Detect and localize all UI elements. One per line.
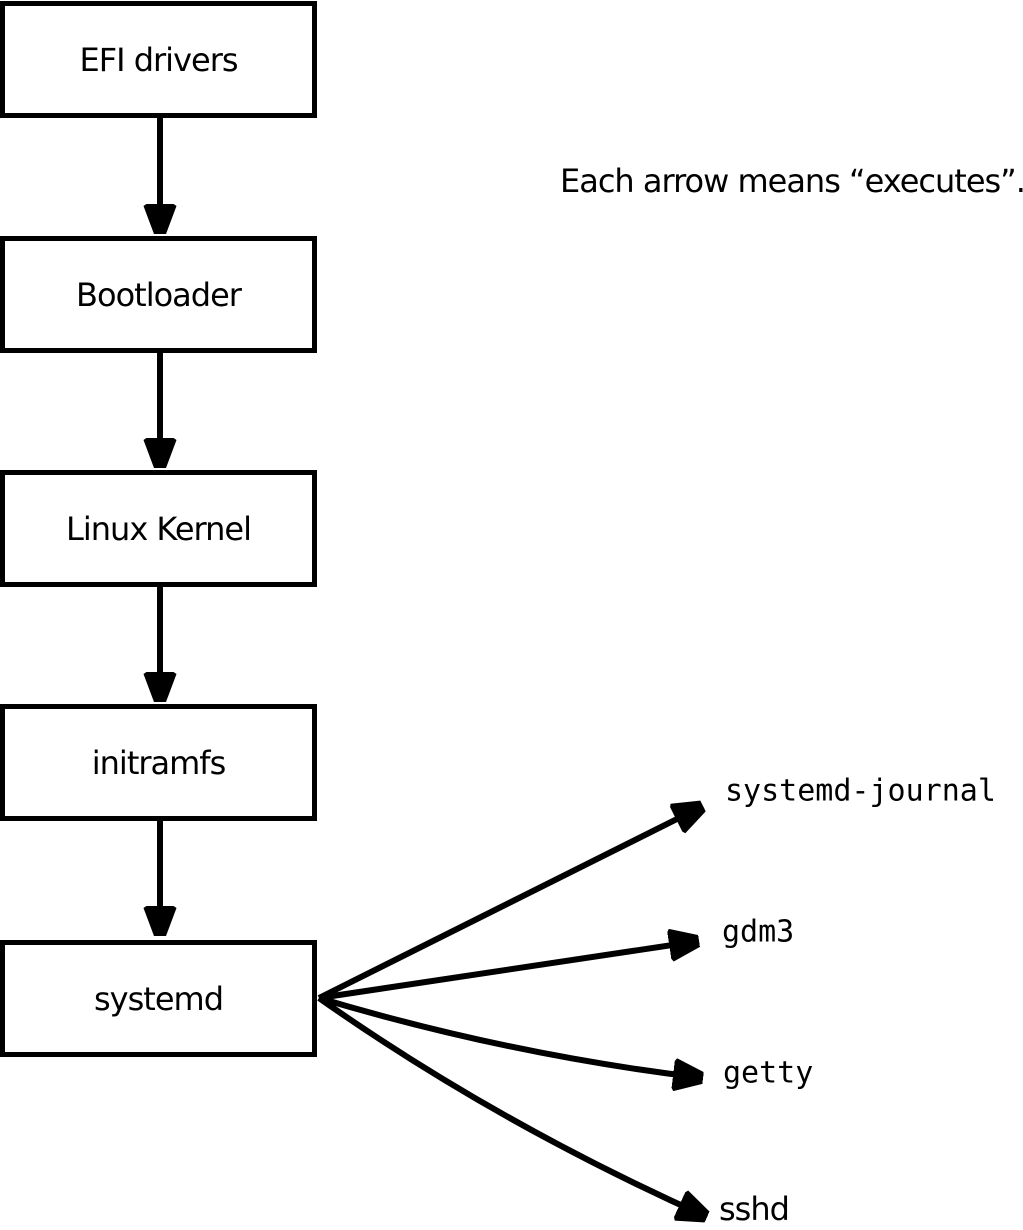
node-label-efi-drivers: EFI drivers: [79, 40, 238, 79]
arrow-systemd-to-journal: [317, 806, 703, 1001]
node-label-systemd: systemd: [94, 979, 224, 1018]
arrow-systemd-to-getty: [318, 995, 703, 1078]
flow-node-initramfs: initramfs: [0, 704, 317, 821]
spawn-label-getty: getty: [723, 1055, 814, 1091]
spawn-label-gdm3: gdm3: [722, 914, 795, 950]
arrow-systemd-to-gdm3: [318, 941, 699, 1001]
spawn-label-systemd-journal: systemd-journal: [725, 773, 996, 809]
flow-node-efi-drivers: EFI drivers: [0, 1, 317, 118]
flow-node-linux-kernel: Linux Kernel: [0, 470, 317, 587]
spawn-label-sshd: sshd: [719, 1190, 790, 1228]
flow-node-bootloader: Bootloader: [0, 236, 317, 353]
node-label-bootloader: Bootloader: [76, 275, 242, 314]
node-label-linux-kernel: Linux Kernel: [66, 509, 252, 548]
note-text: Each arrow means “executes”.: [560, 162, 1023, 200]
arrow-systemd-to-sshd: [317, 995, 707, 1217]
node-label-initramfs: initramfs: [91, 743, 226, 782]
flow-node-systemd: systemd: [0, 940, 317, 1057]
